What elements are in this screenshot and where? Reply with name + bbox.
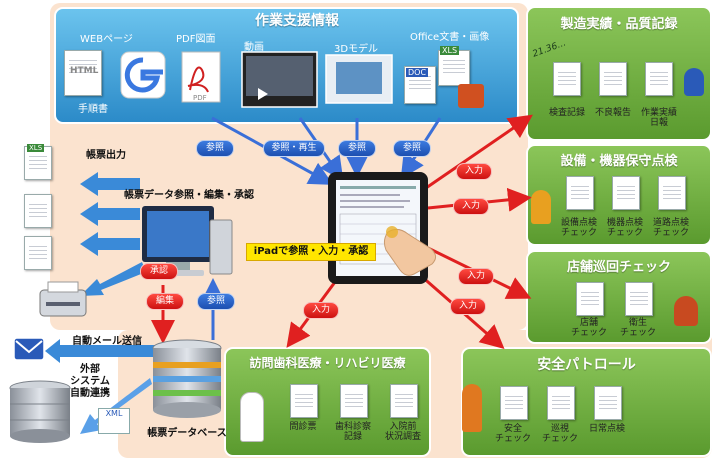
- equip-item: 道路点検 チェック: [652, 218, 689, 238]
- xml-icon: XML: [98, 408, 130, 434]
- dental-doc-icon: [390, 384, 418, 418]
- pill-reference-db: 参照: [197, 293, 235, 310]
- pdf-text: PDF: [193, 94, 207, 102]
- equip-doc-icon: [566, 176, 594, 210]
- video-label: 動画: [244, 42, 264, 53]
- equip-item: 機器点検 チェック: [606, 218, 643, 238]
- inspector-icon: [531, 190, 551, 224]
- patrol-item: 安全 チェック: [494, 424, 531, 444]
- patrol-worker-icon: [462, 384, 482, 432]
- dental-panel: [224, 347, 431, 457]
- patrol-item: 日常点検: [588, 424, 625, 434]
- store-item: 店舗 チェック: [570, 318, 607, 338]
- clerk-icon: [674, 296, 698, 326]
- patrol-title: 安全パトロール: [537, 357, 636, 373]
- dental-item: 問診票: [289, 422, 317, 432]
- pill-input-patrol: 入力: [450, 298, 486, 315]
- mfg-doc-icon: [553, 62, 581, 96]
- powerpoint-icon: [458, 84, 484, 108]
- office-label: Office文書・画像: [410, 32, 490, 43]
- html-document-icon: [64, 50, 102, 96]
- output-label: 帳票出力: [86, 150, 126, 161]
- mail-label: 自動メール送信: [72, 336, 142, 347]
- pdf-drawing-label: PDF図面: [176, 34, 216, 45]
- xls-badge: XLS: [440, 46, 460, 55]
- equip-doc-icon: [612, 176, 640, 210]
- pill-input-store: 入力: [458, 268, 494, 285]
- xls-file-icon: [438, 50, 470, 86]
- mfg-doc-icon: [599, 62, 627, 96]
- worker-icon: [684, 68, 704, 96]
- pill-reference-4: 参照: [393, 140, 431, 157]
- patrol-doc-icon: [547, 386, 575, 420]
- xls-output-badge: XLS: [27, 144, 45, 152]
- dental-doc-icon: [340, 384, 368, 418]
- mfg-doc-icon: [645, 62, 673, 96]
- doc-badge: DOC: [406, 68, 429, 77]
- image-output-icon: [24, 236, 52, 270]
- dental-item: 歯科診察 記録: [334, 422, 371, 442]
- store-doc-icon: [576, 282, 604, 316]
- dental-item: 入院前 状況調査: [384, 422, 421, 442]
- html-text: HTML: [70, 66, 99, 76]
- store-doc-icon: [625, 282, 653, 316]
- patrol-doc-icon: [594, 386, 622, 420]
- pdf-output-icon: [24, 194, 52, 228]
- model-3d-label: 3Dモデル: [334, 44, 379, 55]
- equip-item: 設備点検 チェック: [560, 218, 597, 238]
- equip-title: 設備・機器保守点検: [560, 154, 678, 169]
- pc-label: 帳票データ参照・編集・承認: [124, 190, 254, 201]
- database-label: 帳票データベース: [147, 428, 227, 439]
- mfg-title: 製造実績・品質記録: [560, 17, 678, 32]
- patrol-item: 巡視 チェック: [541, 424, 578, 444]
- dental-doc-icon: [290, 384, 318, 418]
- pill-input-equip: 入力: [453, 198, 489, 215]
- pill-edit: 編集: [146, 293, 184, 310]
- patrol-doc-icon: [500, 386, 528, 420]
- pill-reference-1: 参照: [196, 140, 234, 157]
- dental-title: 訪問歯科医療・リハビリ医療: [249, 356, 406, 370]
- store-item: 衛生 チェック: [619, 318, 656, 338]
- pill-reference-3: 参照: [338, 140, 376, 157]
- mfg-item: 不良報告: [594, 108, 631, 118]
- doctor-icon: [240, 392, 264, 442]
- pill-reference-play: 参照・再生: [263, 140, 325, 157]
- pill-input-mfg: 入力: [456, 163, 492, 180]
- support-title: 作業支援情報: [255, 13, 339, 29]
- ipad-label: iPadで参照・入力・承認: [246, 243, 376, 261]
- mfg-item: 検査記録: [548, 108, 585, 118]
- manual-label: 手順書: [78, 104, 108, 115]
- mfg-item: 作業実績 日報: [640, 108, 677, 128]
- pill-input-dental: 入力: [303, 302, 339, 319]
- pill-approve: 承認: [140, 263, 178, 280]
- external-label: 外部 システム 自動連携: [70, 364, 110, 399]
- store-title: 店舗巡回チェック: [566, 260, 671, 275]
- web-label: WEBページ: [80, 34, 133, 45]
- equip-doc-icon: [658, 176, 686, 210]
